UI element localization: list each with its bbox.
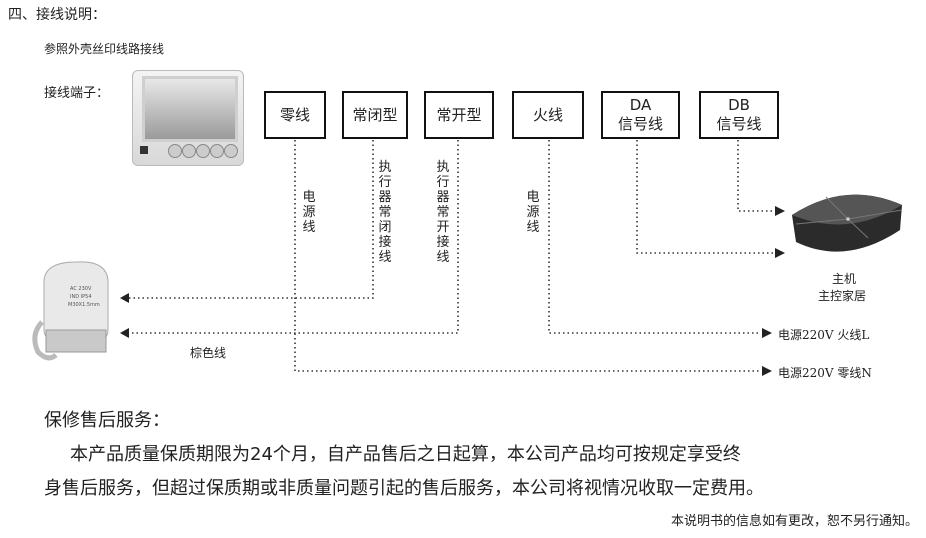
nc-description: 执行器常闭接线: [378, 160, 392, 265]
arrow-live: [762, 328, 772, 338]
arrow-nc: [120, 293, 129, 303]
actuator-marking-2: IND IP54: [70, 294, 92, 300]
nc-wire: [128, 140, 374, 299]
arrow-da: [775, 248, 785, 258]
db-signal-label: 信号线: [716, 115, 762, 133]
da-signal-label: 信号线: [617, 115, 663, 133]
warranty-title: 保修售后服务：: [44, 410, 170, 431]
wiring-subtitle: 参照外壳丝印线路接线: [44, 42, 165, 56]
da-label: DA: [629, 96, 652, 114]
hub-label-main: 主机: [832, 272, 857, 286]
no-terminal-box: 常开型: [424, 91, 494, 139]
thermostat-device-image: [132, 70, 244, 166]
neutral-terminal-label: 零线: [279, 105, 310, 124]
no-wire: [128, 140, 459, 334]
neutral-output-label: 电源220V 零线N: [778, 366, 872, 380]
brown-wire-label: 棕色线: [190, 346, 227, 360]
section-title: 四、接线说明：: [8, 7, 106, 23]
no-description: 执行器常开接线: [436, 160, 450, 265]
power-line-label-live: 电源线: [526, 190, 540, 235]
da-wire: [636, 140, 776, 254]
warranty-paragraph-1: 本产品质量保质期限为24个月，自产品售后之日起算，本公司产品均可按规定享受终: [70, 444, 741, 465]
power-line-label-neutral: 电源线: [302, 190, 316, 235]
db-wire: [737, 140, 776, 212]
warranty-paragraph-2: 身售后服务，但超过保质期或非质量问题引起的售后服务，本公司将视情况收取一定费用。: [44, 478, 764, 499]
arrow-neutral: [762, 366, 772, 376]
live-terminal-box: 火线: [512, 91, 584, 139]
thermal-actuator-image: AC 230V IND IP54 M30X1.5mm: [32, 261, 109, 361]
db-signal-box: DB 信号线: [699, 91, 779, 139]
arrow-db: [775, 206, 785, 216]
actuator-marking-3: M30X1.5mm: [68, 302, 100, 308]
live-output-label: 电源220V 火线L: [778, 328, 870, 342]
nc-terminal-box: 常闭型: [342, 91, 408, 139]
actuator-marking-1: AC 230V: [70, 286, 92, 292]
hub-label-sub: 主控家居: [818, 289, 867, 303]
live-terminal-label: 火线: [532, 105, 563, 124]
change-notice: 本说明书的信息如有更改，恕不另行通知。: [670, 514, 918, 529]
smart-home-hub-image: [792, 194, 903, 252]
terminal-label: 接线端子：: [44, 86, 110, 101]
no-terminal-label: 常开型: [436, 105, 482, 124]
arrow-no: [120, 328, 129, 338]
neutral-terminal-box: 零线: [264, 91, 326, 139]
db-label: DB: [728, 96, 750, 114]
da-signal-box: DA 信号线: [601, 91, 680, 139]
neutral-wire: [294, 140, 760, 372]
nc-terminal-label: 常闭型: [352, 105, 398, 124]
live-wire: [548, 140, 760, 334]
